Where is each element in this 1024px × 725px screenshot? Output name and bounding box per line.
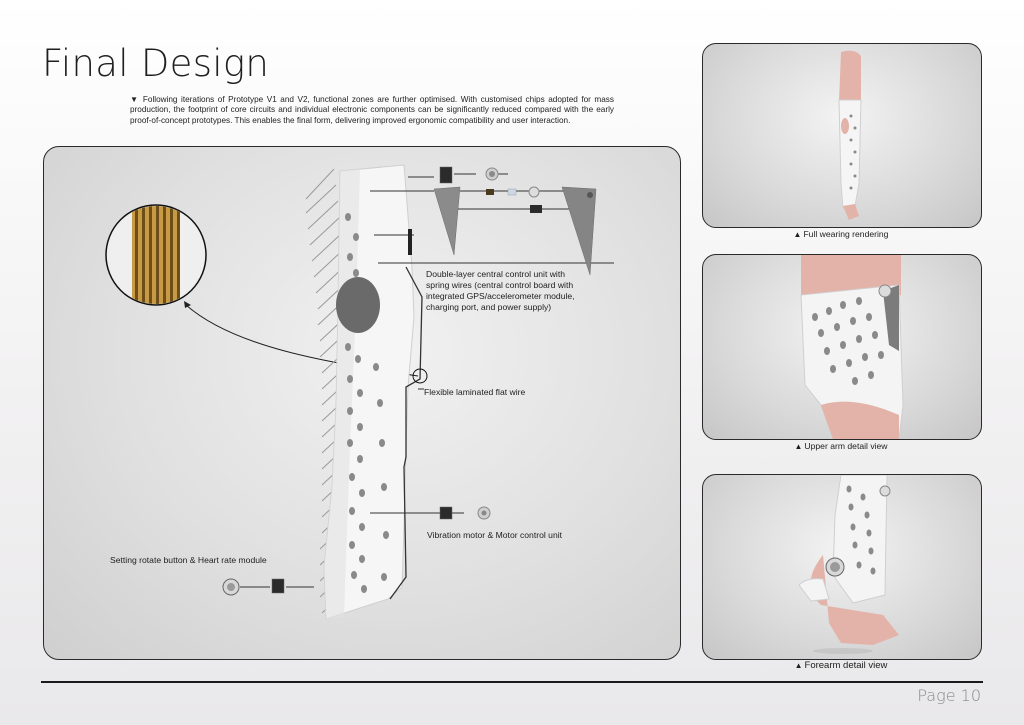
upper-arm-illustration [800,255,904,439]
triangle-up-icon: ▲ [793,230,802,239]
caption-forearm: ▲Forearm detail view [794,660,888,671]
label-flat-wire: Flexible laminated flat wire [424,387,526,397]
triangle-up-icon: ▲ [794,442,803,451]
intro-paragraph: ▼ Following iterations of Prototype V1 a… [130,95,614,125]
exploded-diagram [105,164,614,620]
label-control-unit: Double-layer central control unit with s… [426,269,575,312]
caption-upper-arm: ▲Upper arm detail view [794,441,888,451]
forearm-detail [702,474,982,660]
upper-arm-detail [702,254,982,440]
footer-divider [41,681,983,683]
full-wearing-render [702,43,982,228]
page-title: Final Design [42,42,270,85]
forearm-illustration [798,475,899,654]
exploded-view-panel: Double-layer central control unit with s… [43,146,681,660]
triangle-up-icon: ▲ [794,661,803,670]
label-rotate-button: Setting rotate button & Heart rate modul… [110,555,267,565]
flat-wire-magnifier [105,204,207,306]
label-vibration: Vibration motor & Motor control unit [427,530,563,540]
page-number: Page 10 [917,686,981,705]
caption-full-wearing: ▲Full wearing rendering [793,229,889,239]
full-arm-illustration [838,50,862,220]
